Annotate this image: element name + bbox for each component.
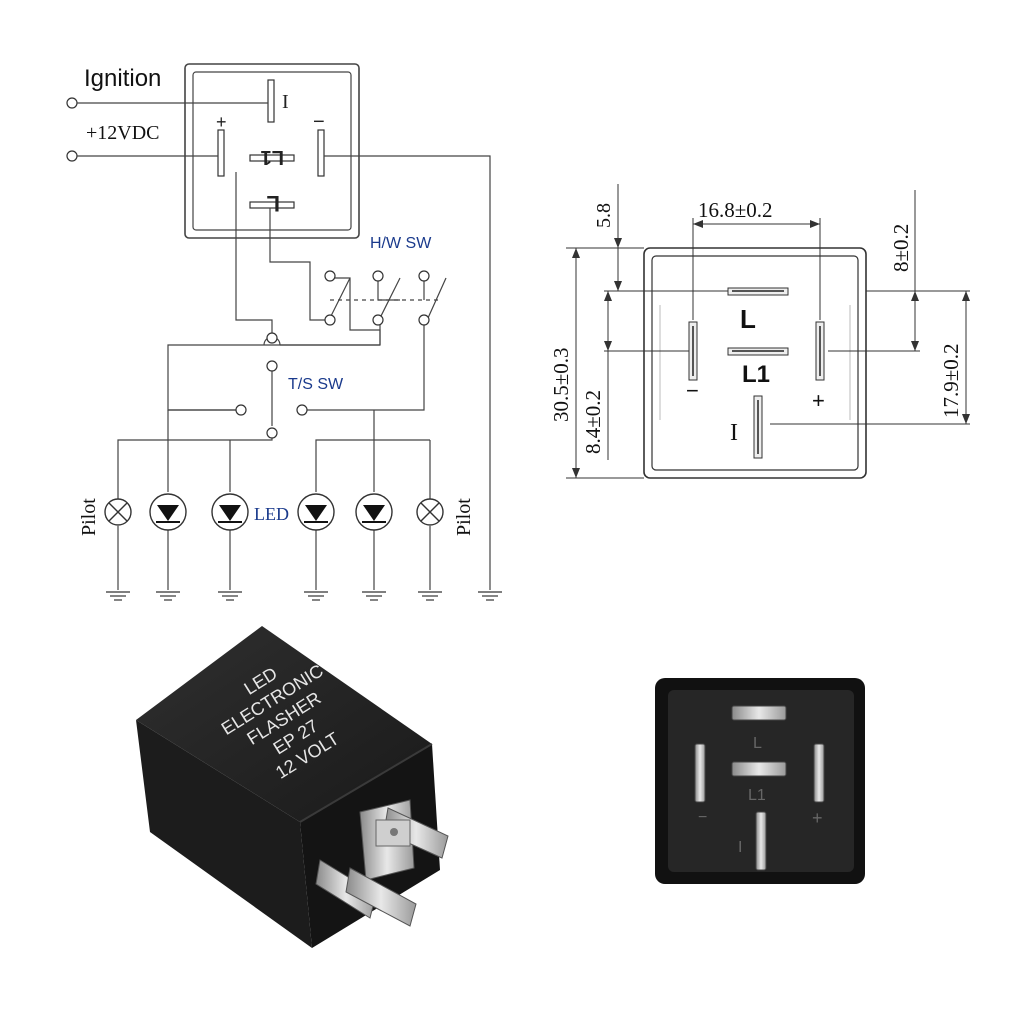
led-label: LED (254, 504, 289, 524)
relay-pin-plus-label: + (216, 112, 227, 132)
base-pin-minus-label: − (698, 809, 707, 826)
pilot-lamp-right (416, 498, 444, 526)
pilot-lamp-left (104, 498, 132, 526)
footprint-inner (651, 255, 859, 471)
relay-outline-inner (192, 71, 352, 231)
dim-left-offset: 8.4±0.2 (581, 390, 605, 454)
relay-pin-L (249, 201, 295, 209)
ground-symbol (361, 591, 387, 601)
product-photo: LED ELECTRONIC FLASHER EP 27 12 VOLT (136, 626, 449, 948)
led-right-2 (355, 493, 393, 531)
led-left-2 (211, 493, 249, 531)
supply-label: +12VDC (86, 122, 160, 144)
dim-height-total: 30.5±0.3 (549, 347, 573, 422)
ground-symbol (417, 591, 443, 601)
dimension-lines (566, 184, 970, 479)
flasher-terminals (315, 799, 449, 927)
footprint-outer (643, 247, 867, 479)
footprint-pin-plus-label: + (812, 388, 825, 413)
footprint-pin-L1-label: L1 (742, 361, 770, 388)
pilot-left-label: Pilot (78, 498, 100, 536)
relay-pin-minus (317, 129, 325, 177)
base-pin-L1-label: L1 (748, 787, 766, 804)
ground-symbol (303, 591, 329, 601)
ground-symbol (105, 591, 131, 601)
relay-pin-L-mirrored-label: L (267, 191, 280, 216)
bottom-view-photo: L L1 − + I (655, 678, 865, 884)
base-pin-L-label: L (753, 735, 762, 752)
relay-pin-plus (217, 129, 225, 177)
relay-pin-L1 (249, 154, 295, 162)
flasher-top-face (136, 626, 432, 822)
base-pin-plus-label: + (812, 808, 823, 828)
ignition-terminal (66, 97, 78, 109)
relay-pin-I-label: I (282, 91, 289, 113)
footprint-pin-L-label: L (740, 304, 756, 334)
ground-symbol (155, 591, 181, 601)
led-left-1 (149, 493, 187, 531)
supply-terminal (66, 150, 78, 162)
dim-top-offset: 5.8 (593, 203, 615, 228)
switch-contacts (235, 270, 430, 439)
dimension-drawing: L L1 − + I (549, 184, 970, 479)
hw-switch-label: H/W SW (370, 235, 432, 252)
wiring-diagram: I + − L1 L Ignition +12VDC (66, 63, 503, 601)
footprint-pin-I-label: I (730, 420, 738, 446)
relay-pin-L1-mirrored-label: L1 (261, 146, 284, 168)
relay-outline-outer (184, 63, 360, 239)
flasher-side-face (136, 720, 312, 948)
ground-symbol (217, 591, 243, 601)
led-right-1 (297, 493, 335, 531)
relay-pin-minus-label: − (313, 111, 325, 133)
ignition-label: Ignition (84, 65, 161, 92)
base-inner (668, 690, 854, 872)
ts-switch-label: T/S SW (288, 376, 344, 393)
dimension-arrows (572, 220, 970, 478)
dim-right-span: 17.9±0.2 (939, 343, 963, 418)
base-pin-I-label: I (738, 839, 742, 856)
base-pins (694, 705, 825, 871)
dim-right-offset: 8±0.2 (889, 224, 913, 272)
footprint-pin-minus-label: − (686, 378, 699, 403)
ground-symbol (477, 591, 503, 601)
relay-pin-I (267, 79, 275, 123)
dim-width-top: 16.8±0.2 (698, 198, 773, 222)
pilot-right-label: Pilot (453, 498, 475, 536)
wiring-lines (77, 102, 491, 590)
